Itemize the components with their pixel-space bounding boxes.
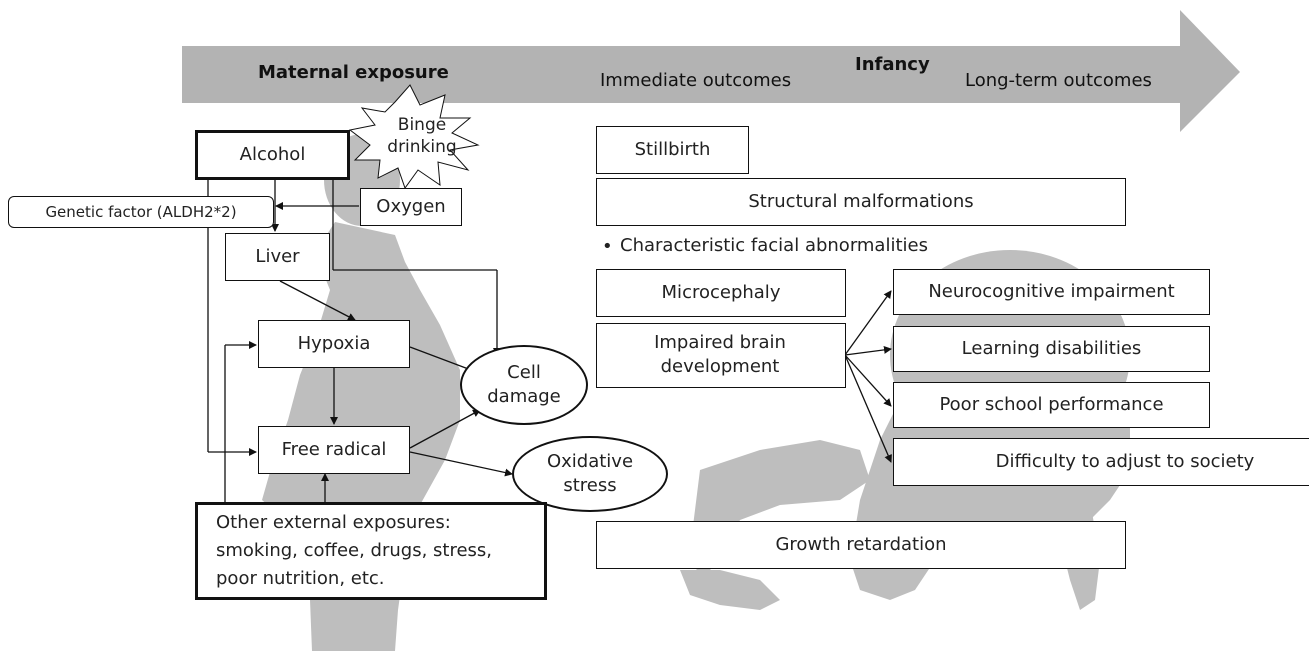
cell-damage-ellipse — [460, 345, 588, 425]
long-term-outcomes-label: Long-term outcomes — [965, 70, 1152, 92]
school-box — [893, 382, 1210, 428]
genetic-factor-box — [8, 196, 274, 228]
liver-label: Liver — [255, 246, 300, 268]
society-box — [893, 438, 1309, 486]
other-exposures-label: Other external exposures: smoking, coffe… — [216, 512, 493, 589]
growth-retardation-label: Growth retardation — [775, 534, 947, 556]
impaired-brain-label: Impaired brain development — [654, 332, 786, 377]
liver-box — [225, 233, 330, 281]
oxygen-box — [360, 188, 462, 226]
hypoxia-box — [258, 320, 410, 368]
hypoxia-label: Hypoxia — [297, 333, 371, 355]
neurocognitive-label: Neurocognitive impairment — [928, 281, 1175, 303]
binge-drinking-starburst — [348, 84, 480, 190]
cell-damage-label: Cell damage — [487, 362, 561, 407]
society-label: Difficulty to adjust to society — [995, 451, 1255, 473]
connector-lines — [207, 180, 892, 502]
alcohol-box — [195, 130, 350, 180]
structural-malformations-label: Structural malformations — [748, 191, 974, 213]
infancy-label: Infancy — [855, 54, 930, 76]
microcephaly-label: Microcephaly — [661, 282, 781, 304]
free-radical-box — [258, 426, 410, 474]
oxygen-label: Oxygen — [376, 196, 446, 218]
facial-bullet: • — [602, 236, 613, 257]
timeline-arrow — [182, 10, 1240, 132]
neurocognitive-box — [893, 269, 1210, 315]
growth-retardation-box — [596, 521, 1126, 569]
genetic-factor-label: Genetic factor (ALDH2*2) — [45, 203, 237, 221]
learning-label: Learning disabilities — [961, 338, 1142, 360]
binge-drinking-label: Binge drinking — [387, 115, 457, 157]
facial-abnormalities-label: Characteristic facial abnormalities — [620, 235, 928, 257]
oxidative-stress-label: Oxidative stress — [546, 451, 634, 496]
free-radical-label: Free radical — [281, 439, 387, 461]
oxidative-stress-ellipse — [512, 436, 668, 512]
microcephaly-box — [596, 269, 846, 317]
structural-malformations-box — [596, 178, 1126, 226]
school-label: Poor school performance — [939, 394, 1164, 416]
learning-box — [893, 326, 1210, 372]
other-exposures-box — [195, 502, 547, 600]
alcohol-label: Alcohol — [239, 144, 306, 166]
impaired-brain-box — [596, 323, 846, 388]
stillbirth-label: Stillbirth — [634, 139, 711, 161]
immediate-outcomes-label: Immediate outcomes — [600, 70, 792, 92]
stillbirth-box — [596, 126, 749, 174]
maternal-exposure-label: Maternal exposure — [258, 62, 449, 84]
